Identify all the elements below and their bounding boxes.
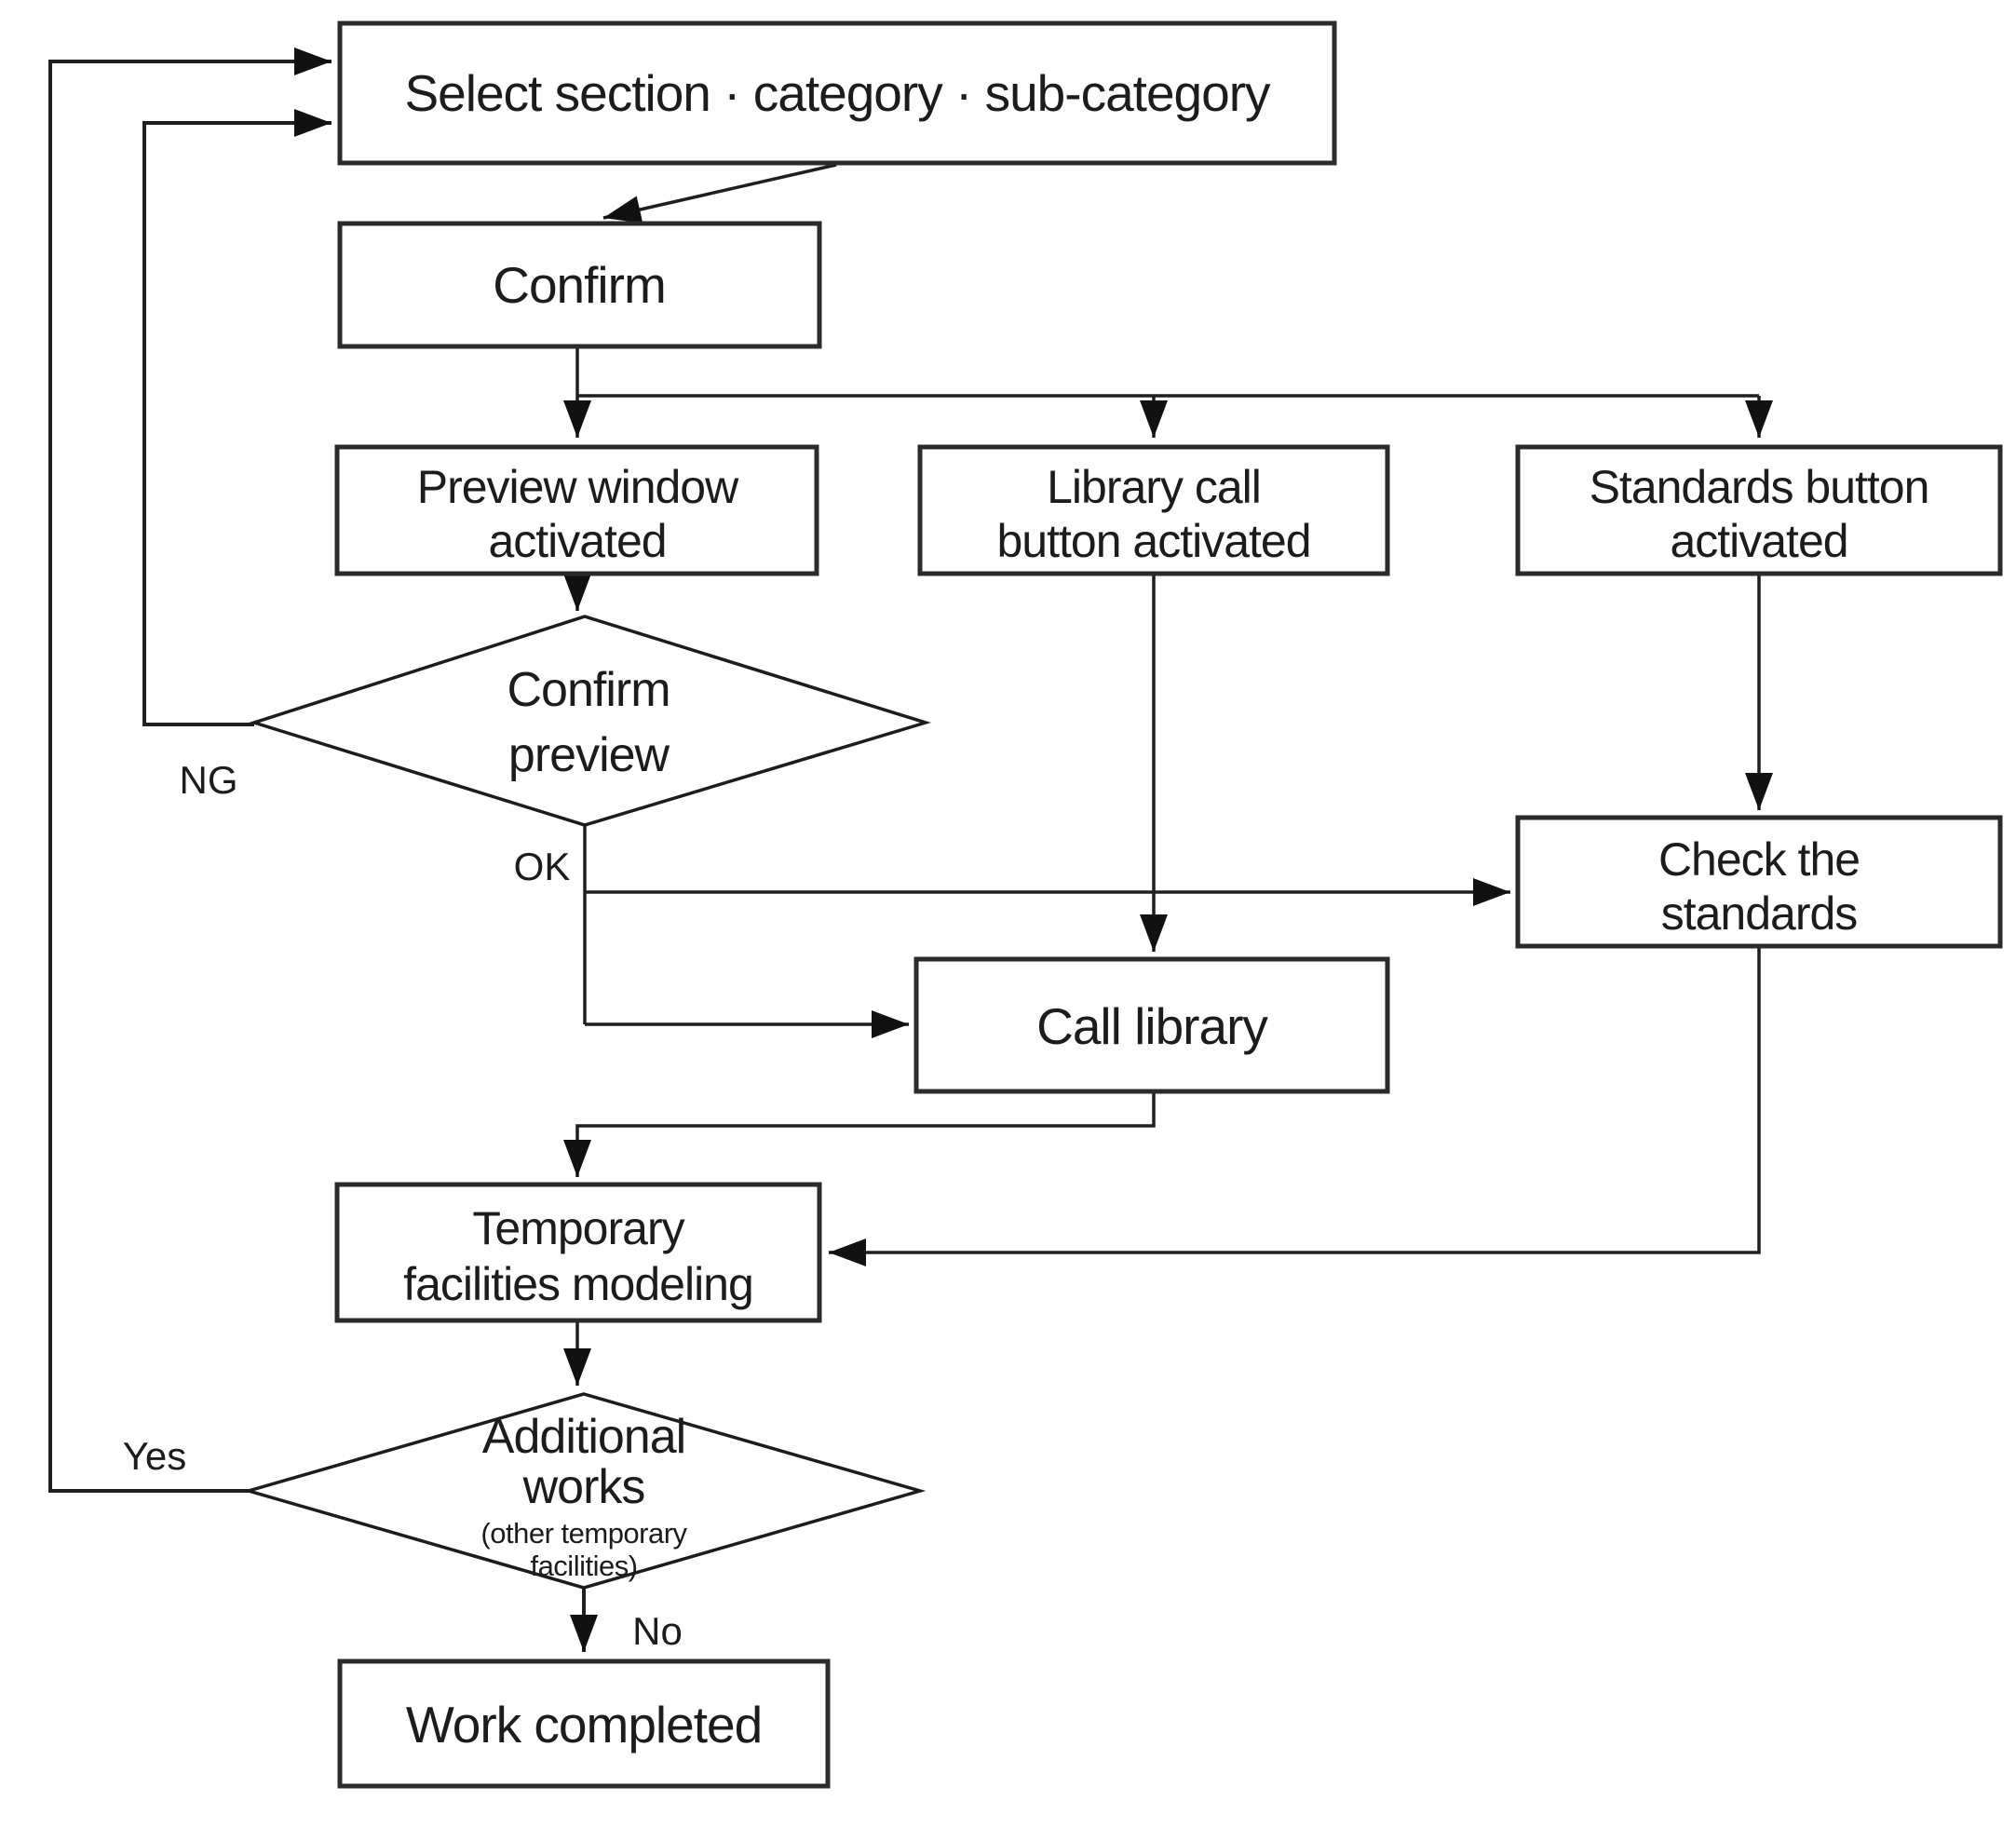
node-confirm-label: Confirm [493, 256, 666, 314]
edge-yes-loop [48, 47, 331, 1493]
node-additional-works-label-line3: (other temporary [480, 1517, 687, 1550]
edge-label-yes: Yes [123, 1434, 187, 1478]
node-confirm-preview-decision: Confirm preview [249, 615, 931, 827]
node-preview-window-label-line1: Preview window [417, 461, 739, 513]
node-call-library-box [913, 956, 1390, 1094]
node-library-call-button-label-line2: button activated [996, 515, 1310, 567]
node-additional-works-decision: Additional works (other temporary facili… [242, 1392, 927, 1590]
node-confirm-box [337, 221, 822, 349]
edge-labels: NG OK Yes No [123, 758, 683, 1653]
node-work-completed: Work completed [337, 1658, 831, 1789]
node-preview-window-label-line2: activated [488, 515, 666, 567]
node-temporary-facilities-modeling-label-line1: Temporary [472, 1202, 684, 1254]
node-library-call-button-label-line1: Library call [1047, 461, 1261, 513]
node-temporary-facilities-modeling-box [334, 1182, 822, 1323]
node-check-standards-label-line2: standards [1661, 887, 1858, 940]
node-call-library-label: Call library [1036, 997, 1268, 1055]
edge-call-library-to-modeling [563, 1091, 1156, 1177]
node-library-call-button: Library call button activated [917, 444, 1390, 576]
node-call-library: Call library [913, 956, 1390, 1094]
edge-label-ok: OK [514, 845, 571, 888]
node-confirm-preview-diamond [249, 615, 931, 827]
edge-check-to-modeling [829, 946, 1761, 1266]
node-library-call-button-box [917, 444, 1390, 576]
node-additional-works-label-line1: Additional [482, 1410, 685, 1464]
node-confirm: Confirm [337, 221, 822, 349]
edge-ng-loop [142, 109, 331, 726]
node-select-section: Select section · category · sub-category [337, 20, 1337, 166]
node-confirm-preview-label-line1: Confirm [507, 663, 670, 717]
node-temporary-facilities-modeling: Temporary facilities modeling [334, 1182, 822, 1323]
node-select-section-box [337, 20, 1337, 166]
node-additional-works-label-line2: works [522, 1460, 645, 1514]
node-additional-works-label-line4: facilities) [530, 1550, 637, 1582]
edge-label-no: No [632, 1609, 683, 1653]
node-temporary-facilities-modeling-label-line2: facilities modeling [403, 1258, 753, 1310]
node-work-completed-label: Work completed [406, 1696, 762, 1753]
node-standards-button-label-line1: Standards button [1590, 461, 1929, 513]
nodes: Select section · category · sub-category… [242, 20, 2003, 1789]
edges [48, 47, 1773, 1652]
node-check-standards-label-line1: Check the [1658, 833, 1860, 886]
edge-label-ng: NG [180, 758, 238, 802]
node-standards-button-label-line2: activated [1670, 515, 1847, 567]
node-preview-window: Preview window activated [334, 444, 819, 576]
edge-select-to-confirm [602, 163, 837, 223]
node-select-section-label: Select section · category · sub-category [404, 64, 1271, 122]
node-additional-works-diamond [242, 1392, 927, 1590]
node-work-completed-box [337, 1658, 831, 1789]
node-confirm-preview-label-line2: preview [508, 728, 670, 782]
node-check-standards-box [1515, 815, 2003, 949]
node-standards-button-box [1515, 444, 2003, 576]
node-preview-window-box [334, 444, 819, 576]
node-standards-button: Standards button activated [1515, 444, 2003, 576]
node-check-standards: Check the standards [1515, 815, 2003, 949]
